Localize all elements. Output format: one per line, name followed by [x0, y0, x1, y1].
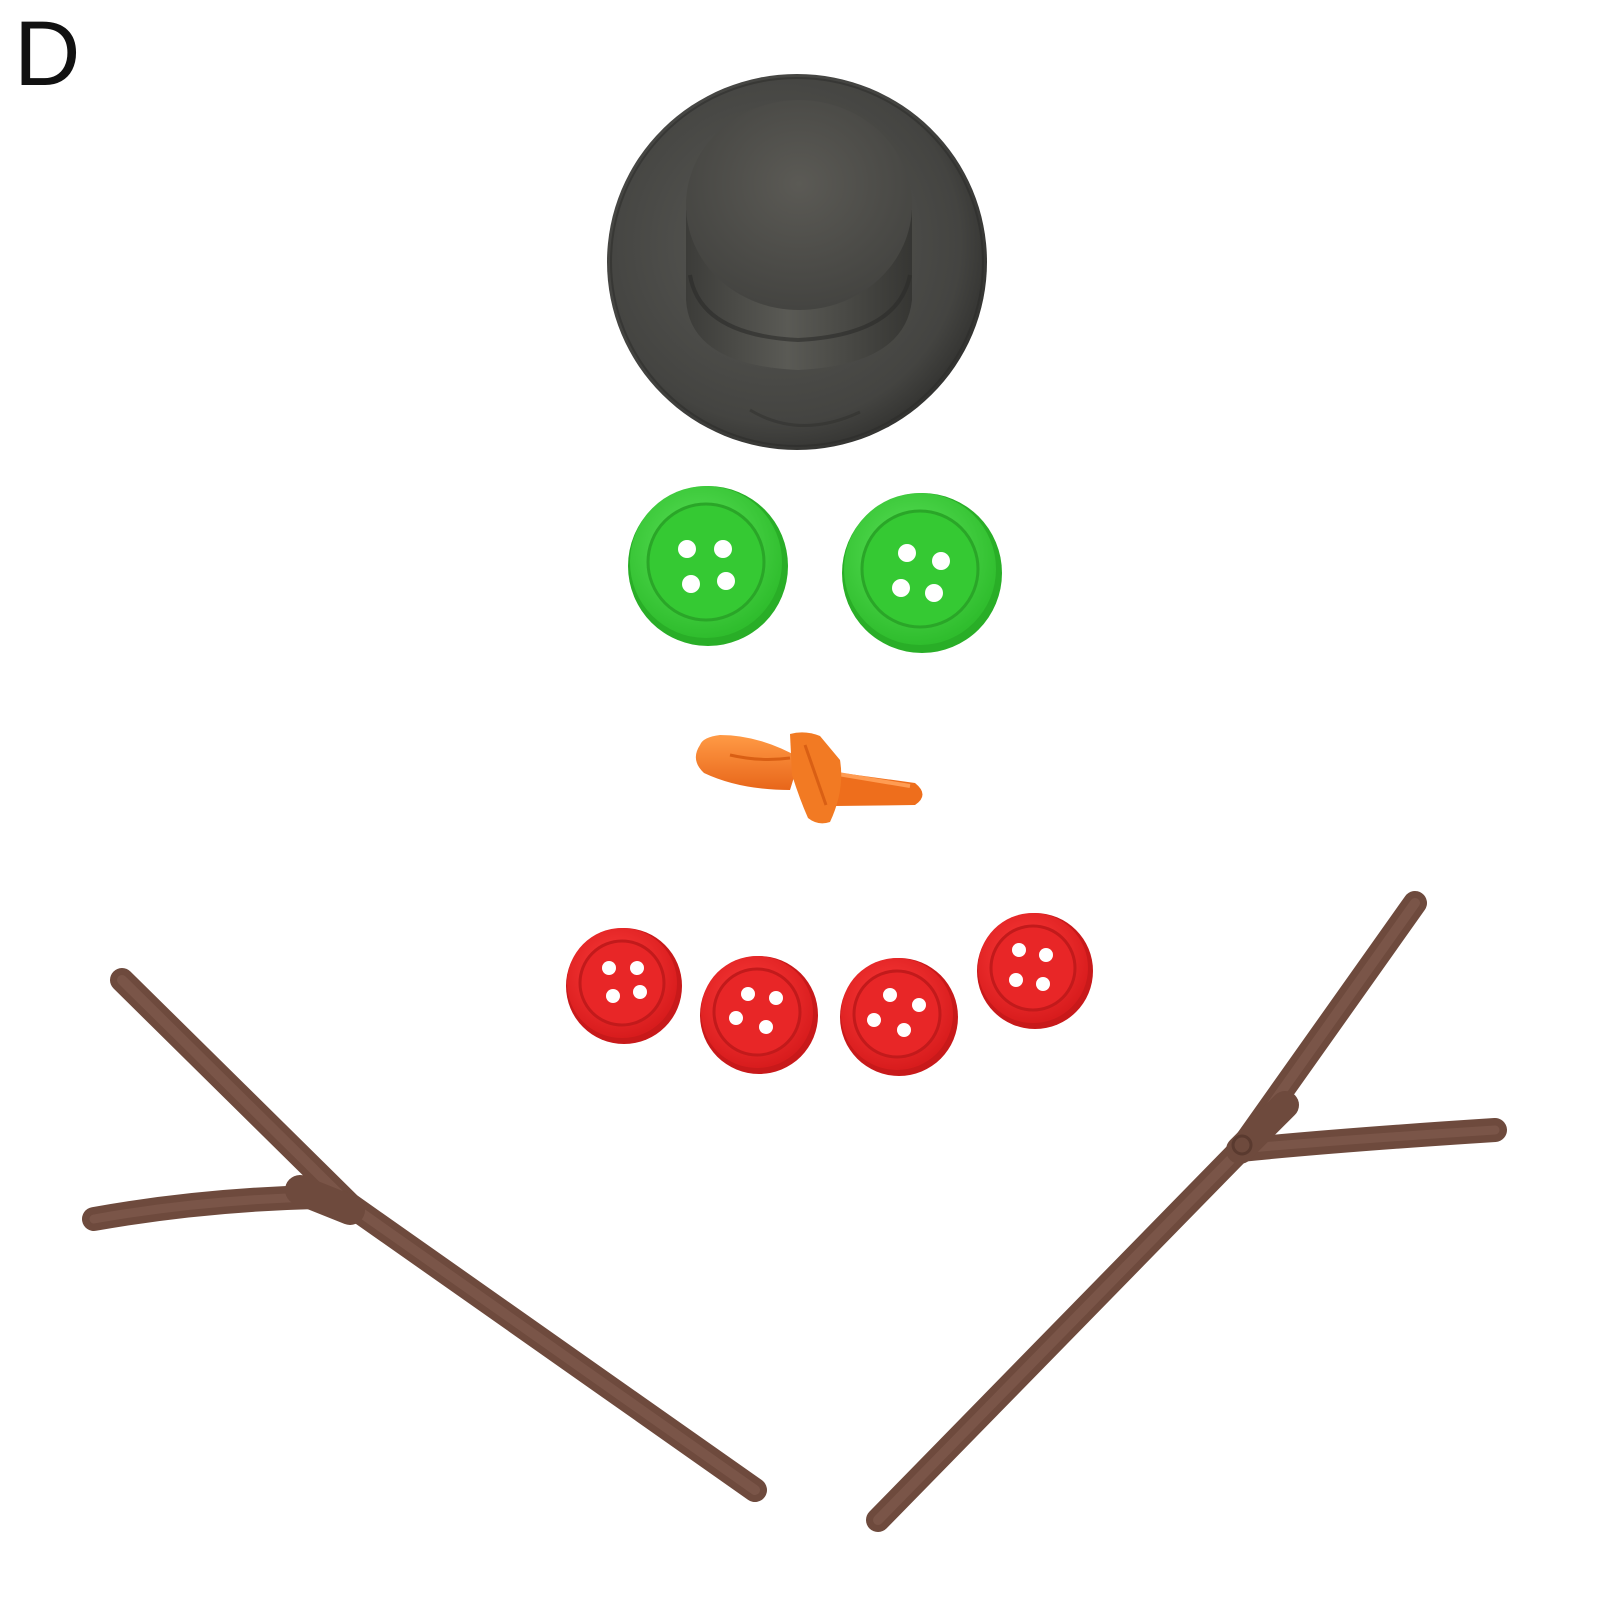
variant-label: D	[14, 3, 81, 105]
mouth-button-1-icon	[566, 928, 682, 1044]
carrot-nose-icon	[695, 732, 923, 824]
eye-button-left-icon	[628, 486, 788, 646]
mouth-button-2-icon	[700, 956, 818, 1074]
mouth-button-4-icon	[977, 913, 1093, 1029]
twig-arm-left-icon	[82, 968, 767, 1502]
mouth-button-3-icon	[840, 958, 958, 1076]
twig-arm-right-icon	[866, 891, 1507, 1532]
top-hat-icon	[607, 74, 987, 450]
eye-button-right-icon	[842, 493, 1002, 653]
